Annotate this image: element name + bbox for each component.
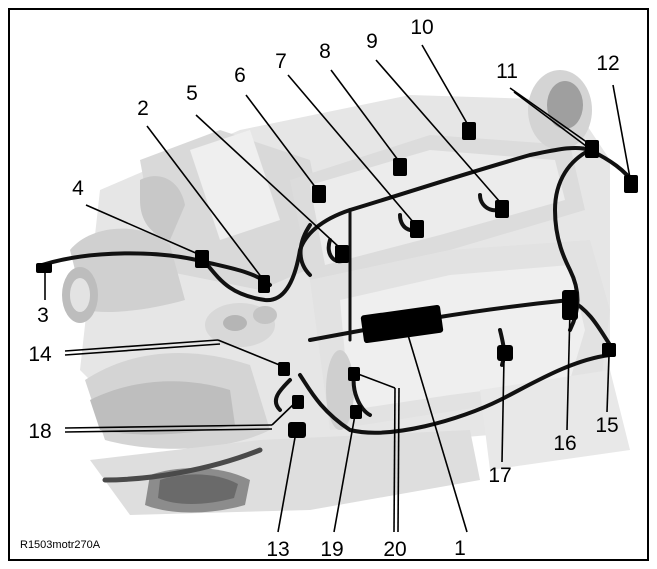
connector-6 bbox=[312, 185, 326, 203]
callout-10: 10 bbox=[410, 16, 433, 39]
connector-18 bbox=[292, 395, 304, 409]
connector-2 bbox=[258, 275, 270, 293]
connector-7 bbox=[410, 220, 424, 238]
callout-8: 8 bbox=[319, 40, 331, 63]
connector-8 bbox=[393, 158, 407, 176]
callout-7: 7 bbox=[275, 50, 287, 73]
callout-13: 13 bbox=[266, 538, 289, 559]
connector-17 bbox=[497, 345, 513, 361]
figure-frame: 1 2 3 4 5 6 7 8 9 10 11 12 13 14 15 16 1… bbox=[8, 8, 649, 561]
callout-9: 9 bbox=[366, 30, 378, 53]
connector-3 bbox=[36, 263, 52, 273]
callout-3: 3 bbox=[37, 304, 49, 327]
callout-6: 6 bbox=[234, 64, 246, 87]
callout-20: 20 bbox=[383, 538, 406, 559]
connector-12 bbox=[624, 175, 638, 193]
callout-4: 4 bbox=[72, 177, 84, 200]
callout-1: 1 bbox=[454, 537, 466, 559]
connector-9 bbox=[495, 200, 509, 218]
callout-16: 16 bbox=[553, 432, 576, 455]
connector-19 bbox=[350, 405, 362, 419]
figure-reference-code: R1503motr270A bbox=[20, 539, 100, 551]
connector-4 bbox=[195, 250, 209, 268]
engine-harness-diagram: 1 2 3 4 5 6 7 8 9 10 11 12 13 14 15 16 1… bbox=[10, 10, 647, 559]
connector-14 bbox=[278, 362, 290, 376]
callout-19: 19 bbox=[320, 538, 343, 559]
callout-12: 12 bbox=[596, 52, 619, 75]
callout-17: 17 bbox=[488, 464, 511, 487]
connector-15 bbox=[602, 343, 616, 357]
callout-2: 2 bbox=[137, 97, 149, 120]
connector-5 bbox=[335, 245, 349, 263]
callout-15: 15 bbox=[595, 414, 618, 437]
callout-14: 14 bbox=[28, 343, 52, 366]
connector-13 bbox=[288, 422, 306, 438]
callout-18: 18 bbox=[28, 420, 51, 443]
connector-10 bbox=[462, 122, 476, 140]
engine-illustration bbox=[62, 70, 630, 515]
callout-5: 5 bbox=[186, 82, 198, 105]
callout-11: 11 bbox=[496, 60, 518, 83]
